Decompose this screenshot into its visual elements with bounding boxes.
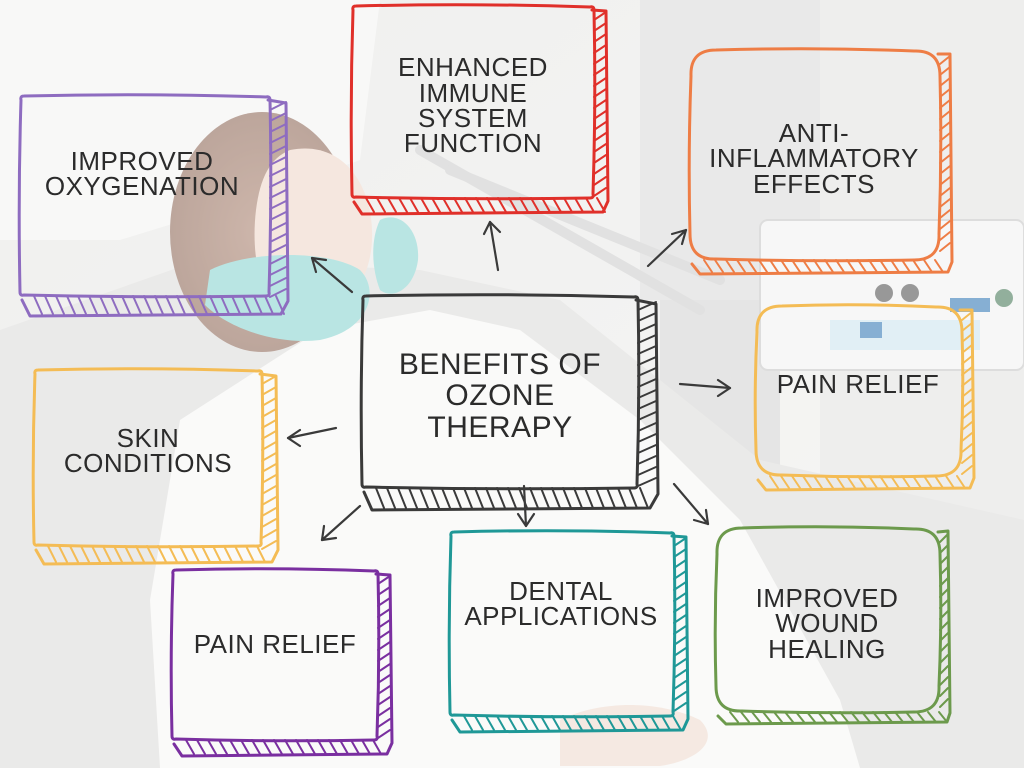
arrow-to-wound-healing bbox=[674, 484, 708, 524]
node-improved-wound-healing: IMPROVED WOUND HEALING bbox=[716, 554, 938, 694]
center-label: BENEFITS OF OZONE THERAPY bbox=[362, 344, 638, 448]
node-enhanced-immune-system-function: ENHANCED IMMUNE SYSTEM FUNCTION bbox=[352, 40, 594, 172]
node-improved-oxygenation: IMPROVED OXYGENATION bbox=[18, 124, 266, 224]
arrow-to-improved-oxygenation bbox=[312, 258, 352, 292]
node-pain-relief-left: PAIN RELIEF bbox=[172, 590, 378, 700]
node-skin-conditions: SKIN CONDITIONS bbox=[34, 386, 262, 516]
node-pain-relief-right: PAIN RELIEF bbox=[756, 330, 960, 440]
arrow-to-immune-function bbox=[484, 222, 500, 270]
arrow-to-pain-relief-left bbox=[322, 506, 360, 540]
arrow-to-skin-conditions bbox=[288, 428, 336, 446]
node-anti-inflammatory-effects: ANTI- INFLAMMATORY EFFECTS bbox=[690, 100, 938, 218]
node-dental-applications: DENTAL APPLICATIONS bbox=[450, 546, 672, 662]
arrow-to-pain-relief-right bbox=[680, 380, 730, 396]
arrow-to-anti-inflammatory bbox=[648, 230, 686, 266]
